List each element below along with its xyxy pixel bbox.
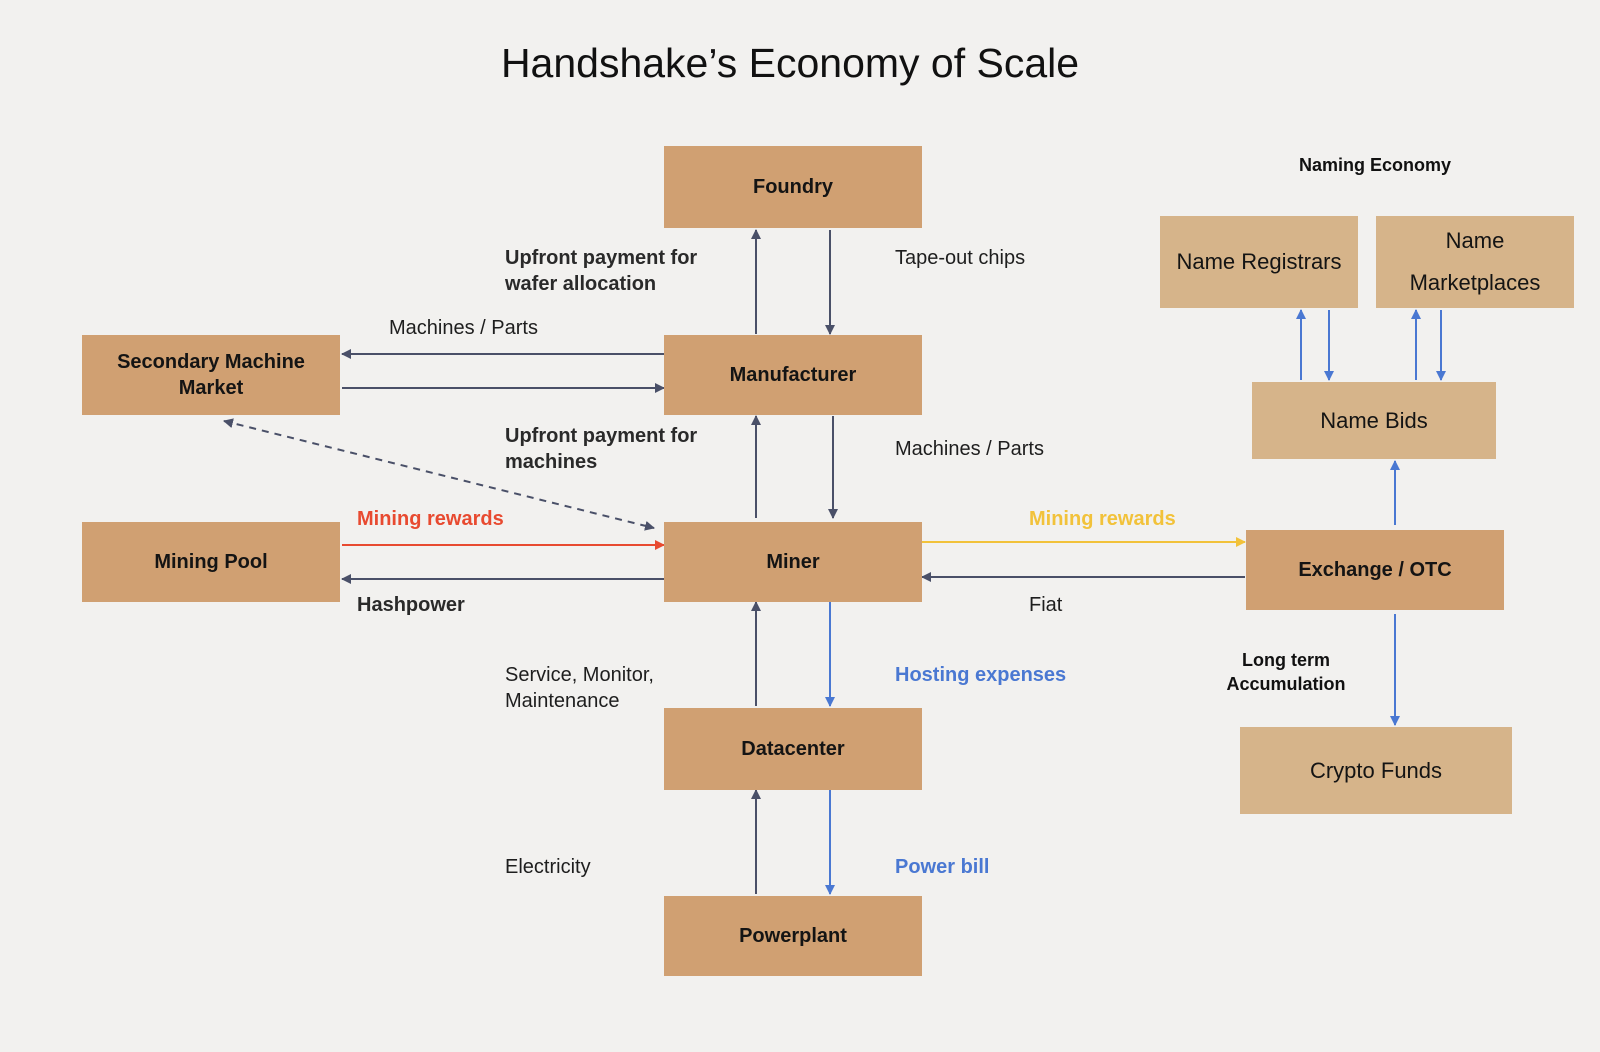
mining-pool-node: Mining Pool xyxy=(82,522,340,602)
label-mining-rewards-pool: Mining rewards xyxy=(357,508,504,530)
label-machines-parts-left: Machines / Parts xyxy=(389,317,538,339)
label-machines-parts-right: Machines / Parts xyxy=(895,438,1044,460)
label-fiat: Fiat xyxy=(1029,594,1063,616)
label-upfront-machines: Upfront payment for machines xyxy=(505,425,698,473)
secondary-machine-market-node: Secondary Machine Market xyxy=(82,335,340,415)
label-hashpower: Hashpower xyxy=(357,594,465,616)
label-naming-economy: Naming Economy xyxy=(1298,155,1452,175)
label-electricity: Electricity xyxy=(505,856,591,878)
datacenter-node: Datacenter xyxy=(664,708,922,790)
label-long-term-accumulation: Long term Accumulation xyxy=(1226,650,1346,694)
label-hosting-expenses: Hosting expenses xyxy=(895,664,1067,686)
name-bids-node: Name Bids xyxy=(1252,382,1496,459)
miner-node: Miner xyxy=(664,522,922,602)
label-tapeout-chips: Tape-out chips xyxy=(895,247,1026,269)
label-upfront-wafer: Upfront payment for wafer allocation xyxy=(505,247,698,295)
powerplant-node: Powerplant xyxy=(664,896,922,976)
exchange-otc-node: Exchange / OTC xyxy=(1246,530,1504,610)
label-mining-rewards-exchange: Mining rewards xyxy=(1029,508,1176,530)
name-marketplaces-node: Name Marketplaces xyxy=(1376,216,1574,308)
label-service-monitor-maintenance: Service, Monitor, Maintenance xyxy=(505,664,654,712)
crypto-funds-node: Crypto Funds xyxy=(1240,727,1512,814)
arrow-dashed-secondary-miner xyxy=(223,418,655,531)
foundry-node: Foundry xyxy=(664,146,922,228)
page-title: Handshake’s Economy of Scale xyxy=(500,40,1080,86)
name-registrars-node: Name Registrars xyxy=(1160,216,1358,308)
label-power-bill: Power bill xyxy=(895,856,990,878)
manufacturer-node: Manufacturer xyxy=(664,335,922,415)
